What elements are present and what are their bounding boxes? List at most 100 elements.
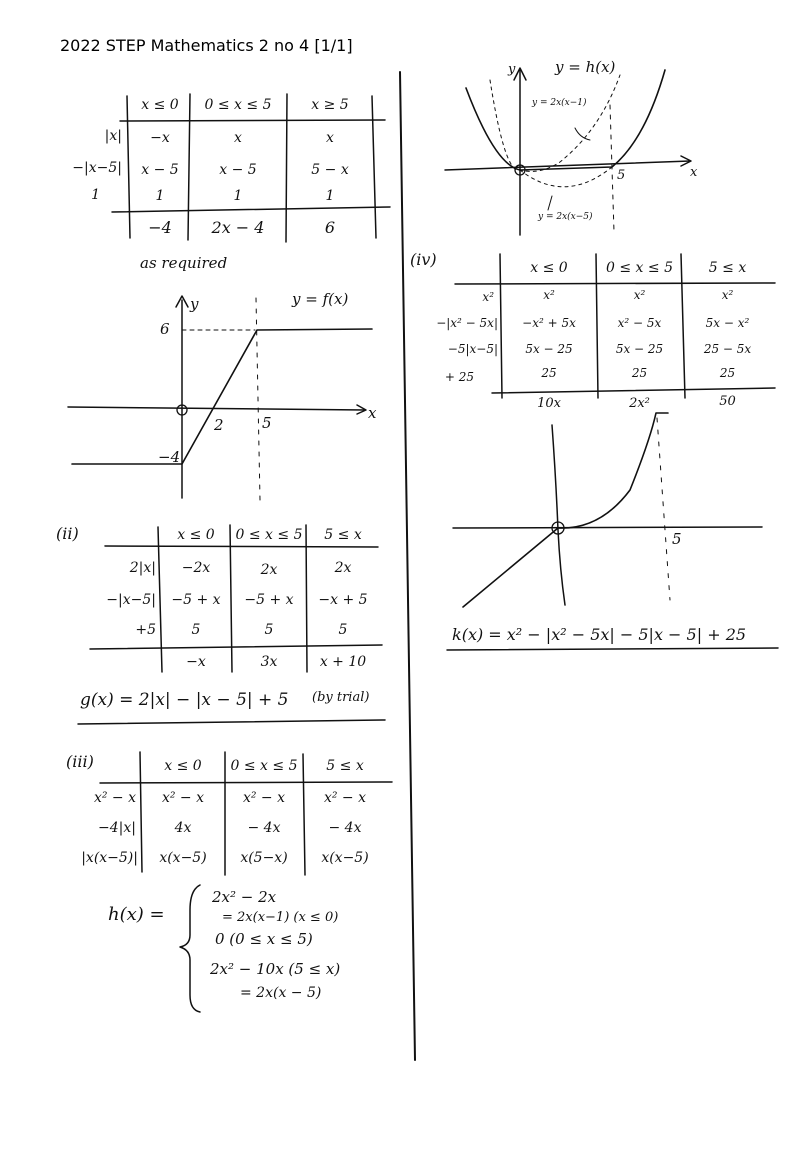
part-ii-row-label: +5 — [135, 622, 156, 638]
part-iii-col-header: x ≤ 0 — [164, 758, 202, 774]
graph-f-tick-6: 6 — [160, 320, 170, 338]
part-i-cell: x − 5 — [141, 162, 179, 178]
part-iv-total: 10x — [537, 396, 561, 411]
graph-f-x-axis-label: x — [368, 404, 377, 422]
g-answer-note: (by trial) — [312, 690, 370, 705]
part-ii-table-lines — [77, 524, 386, 725]
part-iii-cell: x² − x — [323, 790, 367, 806]
part-iii-marker: (iii) — [66, 752, 94, 771]
part-iv-cell: 25 — [541, 366, 557, 380]
part-ii-cell: −5 + x — [244, 592, 294, 608]
graph-h-left-label: y = 2x(x−1) — [532, 98, 587, 108]
part-i-table-lines — [111, 93, 391, 243]
page-header: 2022 STEP Mathematics 2 no 4 [1/1] — [60, 36, 353, 55]
part-iv-row-label: −|x² − 5x| — [436, 316, 498, 330]
part-iv-cell: x² − 5x — [617, 316, 662, 330]
graph-h-curve-label: y = h(x) — [555, 58, 616, 76]
part-i-row-label: |x| — [104, 128, 122, 144]
part-i-row-label: −|x−5| — [72, 160, 122, 176]
h-definition-label: h(x) = — [108, 904, 165, 925]
part-iv-cell: 25 − 5x — [703, 342, 752, 356]
part-iv-cell: 5x − 25 — [615, 342, 664, 356]
part-i-cell: x — [234, 130, 242, 146]
part-ii-total: −x — [186, 654, 206, 670]
graph-h-right-label: y = 2x(x−5) — [538, 212, 593, 222]
part-i-row-label: 1 — [91, 187, 100, 203]
part-iii-cell: x(5−x) — [240, 850, 288, 866]
part-iii-col-header: 5 ≤ x — [326, 758, 364, 774]
part-i-col-header: x ≥ 5 — [311, 97, 349, 113]
h-curve — [465, 69, 666, 171]
part-i-cell: x — [326, 130, 334, 146]
graph-f-tick-2: 2 — [214, 416, 224, 434]
part-iv-row-label: x² — [482, 290, 494, 304]
part-ii-cell: 5 — [264, 622, 274, 638]
graph-h — [444, 67, 692, 236]
part-ii-cell: 5 — [338, 622, 348, 638]
part-i-col-header: x ≤ 0 — [141, 97, 179, 113]
part-iii-cell: x² − x — [161, 790, 205, 806]
part-iii-cell: − 4x — [247, 820, 281, 836]
g-answer: g(x) = 2|x| − |x − 5| + 5 — [80, 690, 289, 710]
part-i-col-header: 0 ≤ x ≤ 5 — [204, 97, 272, 113]
k-answer: k(x) = x² − |x² − 5x| − 5|x − 5| + 25 — [452, 625, 747, 644]
part-i-total: 6 — [324, 218, 336, 237]
column-divider — [399, 71, 416, 1061]
graph-f-curve-label: y = f(x) — [292, 290, 349, 308]
h-case: 2x² − 2x — [212, 888, 277, 906]
graph-h-y-axis-label: y — [508, 62, 516, 77]
part-iii-row-label: x² − x — [93, 790, 136, 806]
part-ii-marker: (ii) — [56, 524, 79, 543]
part-iv-cell: x² — [543, 288, 555, 302]
h-case: = 2x(x−1) (x ≤ 0) — [222, 910, 339, 925]
part-iv-col-header: x ≤ 0 — [530, 260, 568, 276]
as-required-note: as required — [140, 254, 228, 272]
graph-f — [67, 295, 373, 501]
part-ii-row-label: 2|x| — [129, 560, 156, 576]
part-ii-cell: 5 — [191, 622, 201, 638]
part-i-cell: 5 − x — [311, 162, 349, 178]
part-iv-row-label: + 25 — [444, 370, 474, 384]
part-iv-cell: x² — [721, 288, 734, 302]
k-curve — [462, 412, 669, 608]
part-ii-cell: −2x — [181, 560, 211, 576]
graph-k — [446, 412, 779, 651]
part-ii-col-header: 5 ≤ x — [324, 527, 362, 543]
h-case: 0 (0 ≤ x ≤ 5) — [215, 930, 313, 948]
graph-f-tick-neg4: −4 — [158, 448, 181, 466]
part-ii-col-header: x ≤ 0 — [177, 527, 215, 543]
part-iv-cell: x² — [633, 288, 646, 302]
part-ii-col-header: 0 ≤ x ≤ 5 — [235, 527, 303, 543]
part-ii-cell: 2x — [334, 560, 352, 576]
graph-f-tick-5: 5 — [262, 414, 272, 432]
f-curve — [71, 328, 373, 465]
part-ii-cell: −5 + x — [171, 592, 221, 608]
part-iv-cell: 5x − 25 — [525, 342, 573, 356]
part-i-cell: 1 — [155, 188, 165, 204]
graph-h-tick-5: 5 — [617, 168, 626, 183]
part-i-cell: 1 — [233, 188, 243, 204]
part-iv-cell: 25 — [719, 366, 736, 380]
part-iv-cell: 5x − x² — [705, 316, 750, 330]
part-ii-total: x + 10 — [319, 654, 367, 670]
part-iii-cell: x(x−5) — [321, 850, 369, 866]
part-iv-row-label: −5|x−5| — [447, 342, 498, 356]
graph-k-tick-5: 5 — [672, 530, 682, 548]
part-iv-total: 50 — [719, 394, 736, 409]
part-i-cell: 1 — [325, 188, 335, 204]
part-i-cell: −x — [150, 130, 170, 146]
part-i-total: 2x − 4 — [211, 218, 265, 237]
part-iv-total: 2x² — [629, 396, 650, 411]
part-ii-total: 3x — [260, 654, 278, 670]
part-iv-col-header: 5 ≤ x — [708, 260, 747, 276]
part-iii-row-label: −4|x| — [98, 820, 136, 836]
part-ii-row-label: −|x−5| — [106, 592, 156, 608]
part-iv-col-header: 0 ≤ x ≤ 5 — [606, 260, 673, 276]
part-i-cell: x − 5 — [219, 162, 257, 178]
part-iv-table-lines — [454, 253, 776, 399]
part-i-total: −4 — [148, 218, 172, 237]
h-case: = 2x(x − 5) — [240, 985, 322, 1001]
graph-h-x-axis-label: x — [690, 165, 698, 180]
part-iv-marker: (iv) — [410, 250, 437, 269]
